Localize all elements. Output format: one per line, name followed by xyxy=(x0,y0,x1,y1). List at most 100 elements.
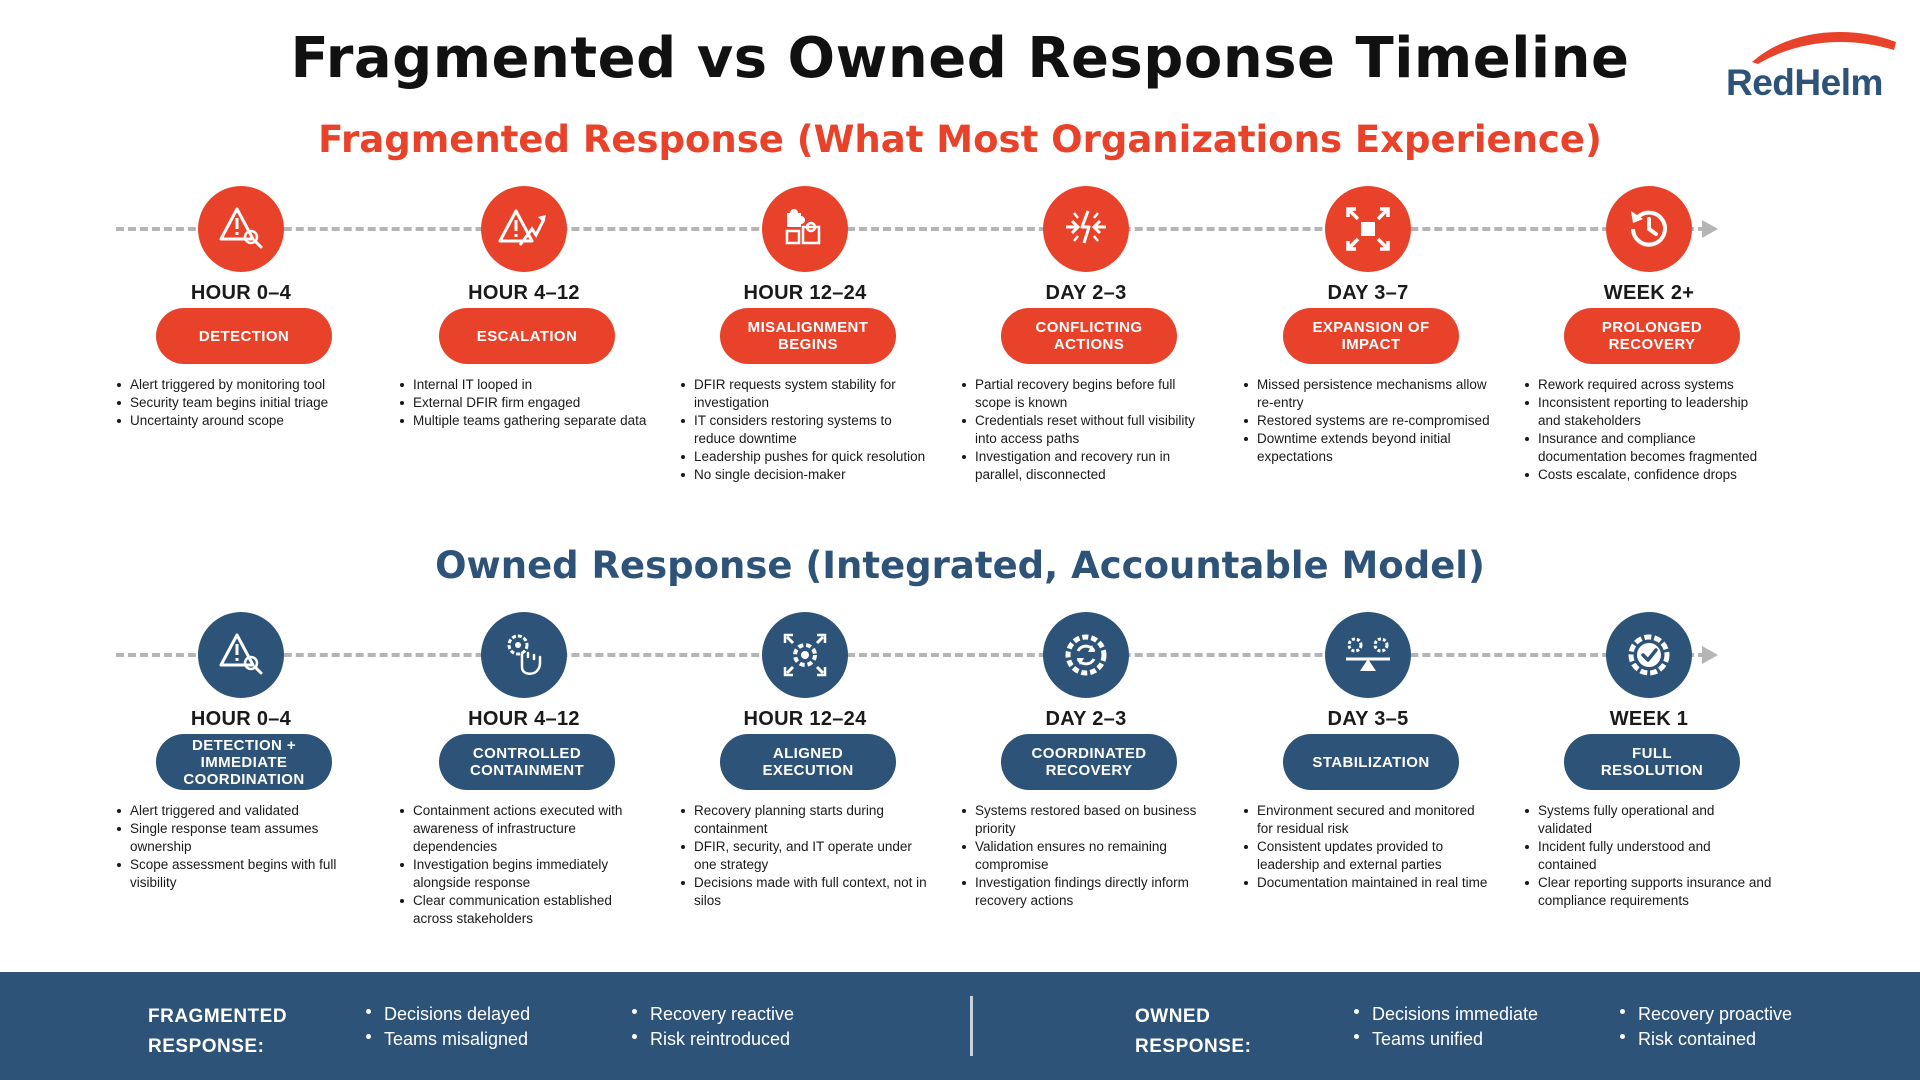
owned-section-title: Owned Response (Integrated, Accountable … xyxy=(435,544,1485,587)
step-bullet: Downtime extends beyond initial expectat… xyxy=(1241,430,1491,466)
summary-footer: FRAGMENTED RESPONSE: Decisions delayed T… xyxy=(0,972,1920,1080)
step-label-pill: PROLONGED RECOVERY xyxy=(1564,308,1740,364)
step-label-pill: DETECTION + IMMEDIATE COORDINATION xyxy=(156,734,332,790)
alert-search-icon xyxy=(198,186,284,272)
step-bullet: Multiple teams gathering separate data xyxy=(397,412,647,430)
step-bullet: Decisions made with full context, not in… xyxy=(678,874,928,910)
step-label-pill: DETECTION xyxy=(156,308,332,364)
footer-fragmented-col-1: Decisions delayed Teams misaligned xyxy=(364,1002,530,1052)
puzzle-icon xyxy=(762,186,848,272)
step-label-pill: EXPANSION OF IMPACT xyxy=(1283,308,1459,364)
alert-escalation-icon xyxy=(481,186,567,272)
footer-divider xyxy=(970,996,973,1056)
step-time: DAY 3–7 xyxy=(1327,282,1409,304)
step-time: DAY 2–3 xyxy=(1045,282,1127,304)
step-time: HOUR 4–12 xyxy=(468,708,580,730)
step-bullets: DFIR requests system stability for inves… xyxy=(678,376,928,484)
step-bullet: Investigation begins immediately alongsi… xyxy=(397,856,647,892)
fragmented-timeline-arrow-icon xyxy=(1702,220,1718,238)
step-bullet: Containment actions executed with awaren… xyxy=(397,802,647,856)
conflict-arrows-icon xyxy=(1043,186,1129,272)
owned-timeline-arrow-icon xyxy=(1702,646,1718,664)
balance-gears-icon xyxy=(1325,612,1411,698)
step-bullet: Environment secured and monitored for re… xyxy=(1241,802,1491,838)
footer-owned-label: OWNED RESPONSE: xyxy=(1135,1006,1252,1057)
step-bullet: Single response team assumes ownership xyxy=(114,820,364,856)
step-bullet: Clear communication established across s… xyxy=(397,892,647,928)
step-label-pill: COORDINATED RECOVERY xyxy=(1001,734,1177,790)
step-label-pill: MISALIGNMENT BEGINS xyxy=(720,308,896,364)
step-bullet: Inconsistent reporting to leadership and… xyxy=(1522,394,1772,430)
step-label-pill: CONTROLLED CONTAINMENT xyxy=(439,734,615,790)
step-bullet: DFIR, security, and IT operate under one… xyxy=(678,838,928,874)
step-bullet: Documentation maintained in real time xyxy=(1241,874,1491,892)
footer-bullet: Teams misaligned xyxy=(364,1027,530,1052)
gear-cycle-icon xyxy=(1043,612,1129,698)
footer-bullet: Recovery proactive xyxy=(1618,1002,1792,1027)
step-time: HOUR 12–24 xyxy=(743,282,867,304)
step-bullet: Scope assessment begins with full visibi… xyxy=(114,856,364,892)
step-label-pill: STABILIZATION xyxy=(1283,734,1459,790)
footer-bullet: Risk reintroduced xyxy=(630,1027,794,1052)
step-time: DAY 2–3 xyxy=(1045,708,1127,730)
step-bullet: Missed persistence mechanisms allow re-e… xyxy=(1241,376,1491,412)
step-bullet: Partial recovery begins before full scop… xyxy=(959,376,1209,412)
step-time: HOUR 0–4 xyxy=(190,708,292,730)
step-time: WEEK 1 xyxy=(1609,708,1689,730)
step-time: DAY 3–5 xyxy=(1327,708,1409,730)
step-bullet: Insurance and compliance documentation b… xyxy=(1522,430,1772,466)
step-bullet: Credentials reset without full visibilit… xyxy=(959,412,1209,448)
step-bullets: Recovery planning starts during containm… xyxy=(678,802,928,910)
footer-bullet: Decisions delayed xyxy=(364,1002,530,1027)
step-bullet: External DFIR firm engaged xyxy=(397,394,647,412)
alert-search-icon xyxy=(198,612,284,698)
step-label-pill: FULL RESOLUTION xyxy=(1564,734,1740,790)
step-bullet: Recovery planning starts during containm… xyxy=(678,802,928,838)
footer-bullet: Risk contained xyxy=(1618,1027,1792,1052)
step-bullet: Clear reporting supports insurance and c… xyxy=(1522,874,1772,910)
step-label-pill: CONFLICTING ACTIONS xyxy=(1001,308,1177,364)
step-label-pill: ALIGNED EXECUTION xyxy=(720,734,896,790)
step-bullet: Validation ensures no remaining compromi… xyxy=(959,838,1209,874)
logo-swoosh-icon xyxy=(1752,31,1896,64)
hand-gear-icon xyxy=(481,612,567,698)
gear-check-icon xyxy=(1606,612,1692,698)
step-label-pill: ESCALATION xyxy=(439,308,615,364)
step-bullet: Systems restored based on business prior… xyxy=(959,802,1209,838)
step-bullet: Systems fully operational and validated xyxy=(1522,802,1772,838)
footer-fragmented-col-2: Recovery reactive Risk reintroduced xyxy=(630,1002,794,1052)
step-bullet: IT considers restoring systems to reduce… xyxy=(678,412,928,448)
step-time: WEEK 2+ xyxy=(1603,282,1695,304)
step-bullet: Internal IT looped in xyxy=(397,376,647,394)
owned-timeline-line xyxy=(116,653,1706,657)
footer-fragmented-label: FRAGMENTED RESPONSE: xyxy=(148,1006,288,1057)
step-time: HOUR 0–4 xyxy=(190,282,292,304)
step-bullet: Rework required across systems xyxy=(1522,376,1772,394)
footer-bullet: Decisions immediate xyxy=(1352,1002,1538,1027)
step-bullet: Alert triggered by monitoring tool xyxy=(114,376,364,394)
expand-arrows-icon xyxy=(1325,186,1411,272)
step-bullet: Incident fully understood and contained xyxy=(1522,838,1772,874)
step-bullet: No single decision-maker xyxy=(678,466,928,484)
fragmented-section-title: Fragmented Response (What Most Organizat… xyxy=(318,118,1602,161)
step-bullet: Leadership pushes for quick resolution xyxy=(678,448,928,466)
step-bullets: Containment actions executed with awaren… xyxy=(397,802,647,928)
footer-owned-col-1: Decisions immediate Teams unified xyxy=(1352,1002,1538,1052)
page-title: Fragmented vs Owned Response Timeline xyxy=(290,26,1630,91)
step-bullet: Investigation and recovery run in parall… xyxy=(959,448,1209,484)
footer-bullet: Teams unified xyxy=(1352,1027,1538,1052)
step-bullet: Consistent updates provided to leadershi… xyxy=(1241,838,1491,874)
step-bullet: Security team begins initial triage xyxy=(114,394,364,412)
step-bullet: Restored systems are re-compromised xyxy=(1241,412,1491,430)
step-time: HOUR 12–24 xyxy=(743,708,867,730)
step-bullets: Missed persistence mechanisms allow re-e… xyxy=(1241,376,1491,466)
fragmented-timeline-line xyxy=(116,227,1706,231)
redhelm-logo: RedHelm xyxy=(1726,24,1896,104)
footer-owned-col-2: Recovery proactive Risk contained xyxy=(1618,1002,1792,1052)
logo-text: RedHelm xyxy=(1726,62,1883,103)
